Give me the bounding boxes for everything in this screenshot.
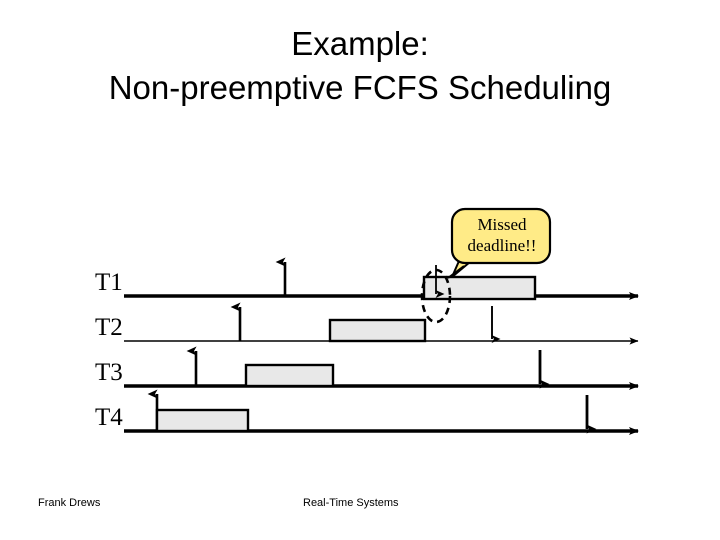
- t1-execution-block: [422, 275, 537, 301]
- page-title: Example: Non-preemptive FCFS Scheduling: [0, 22, 720, 110]
- footer-author: Frank Drews: [38, 497, 101, 509]
- t4-execution-block: [155, 408, 250, 433]
- task-label-t4: T4: [95, 404, 123, 431]
- task-row-t2: [124, 302, 639, 345]
- t3-execution-block: [244, 363, 335, 388]
- missed-deadline-callout: [447, 207, 552, 279]
- missed-deadline-highlight-ellipse: [420, 268, 452, 324]
- footer-subject: Real-Time Systems: [303, 497, 399, 509]
- task-row-t3: [124, 346, 639, 390]
- task-row-t1: [124, 257, 639, 324]
- task-label-t3: T3: [95, 359, 123, 386]
- task-row-t4: [124, 389, 639, 435]
- title-line-1: Example:: [291, 25, 429, 62]
- t2-execution-block: [328, 318, 427, 343]
- callout-pointer-line: [447, 265, 465, 279]
- title-line-2: Non-preemptive FCFS Scheduling: [108, 69, 612, 106]
- callout-bubble: [450, 207, 552, 265]
- task-label-t1: T1: [95, 269, 123, 296]
- task-label-t2: T2: [95, 314, 123, 341]
